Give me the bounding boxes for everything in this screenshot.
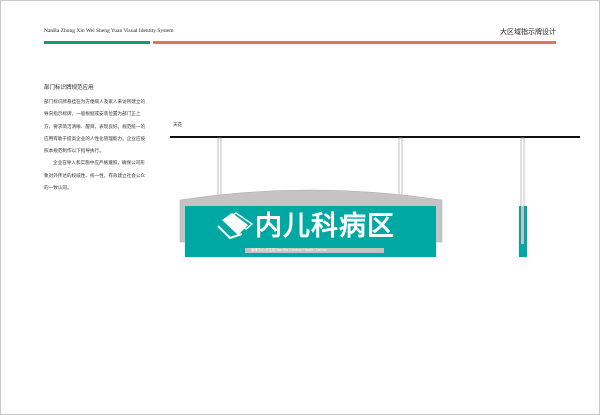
sign-subtitle: 南坝中心卫生院 NanBa Central Health Center bbox=[245, 248, 384, 253]
side-view-rod bbox=[521, 206, 524, 244]
paragraph-2: 企业在导入和实施中应严格遵照，确保公司形象对外传达的权威性、统一性，有效建立社会… bbox=[44, 161, 146, 192]
header-red-bar bbox=[153, 41, 556, 44]
paragraph-1: 部门标识牌悬挂在为方便病人及家人来访所建立的导向指示标牌，一般根据或安装位置为部… bbox=[44, 100, 146, 155]
sign-text: 内儿科病区 bbox=[255, 211, 395, 242]
system-name: NanBa Zhong Xin Wei Sheng Yuan Visual Id… bbox=[44, 28, 174, 34]
ceiling-label: 天花 bbox=[173, 123, 182, 128]
section-title: 大区域指示牌设计 bbox=[500, 28, 556, 36]
text-column: 部门标识牌规范应用 部门标识牌悬挂在为方便病人及家人来访所建立的导向指示标牌，一… bbox=[44, 84, 148, 195]
ceiling-line bbox=[170, 136, 580, 138]
content-title: 部门标识牌规范应用 bbox=[44, 85, 94, 91]
book-logo-icon bbox=[217, 212, 254, 240]
header-green-bar bbox=[44, 41, 150, 44]
